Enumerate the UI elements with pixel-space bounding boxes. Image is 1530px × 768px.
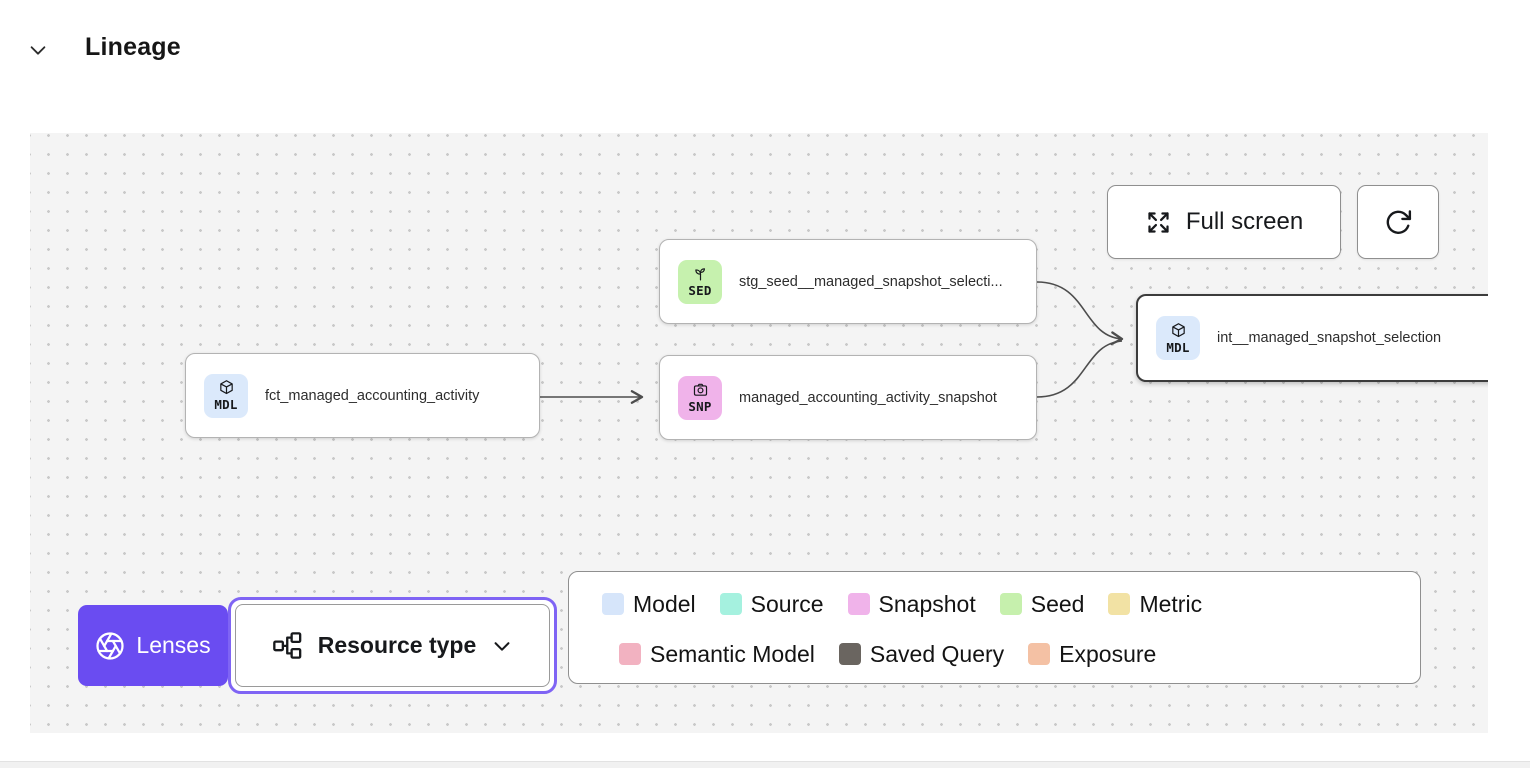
legend-row-2: Semantic Model Saved Query Exposure — [602, 633, 1420, 675]
legend-row-1: Model Source Snapshot Seed Metric — [602, 583, 1420, 625]
node-fct-managed-accounting-activity[interactable]: MDL fct_managed_accounting_activity — [185, 353, 540, 438]
legend-item-exposure: Exposure — [1028, 641, 1156, 668]
page-title: Lineage — [85, 33, 181, 61]
model-swatch — [602, 593, 624, 615]
lenses-button[interactable]: Lenses — [78, 605, 228, 686]
source-swatch — [719, 593, 742, 615]
fullscreen-icon — [1148, 211, 1169, 233]
semantic-model-swatch — [619, 643, 641, 665]
seed-badge: SED — [678, 259, 722, 304]
chevron-down-icon — [494, 641, 510, 651]
node-int-managed-snapshot-selection[interactable]: MDL int__managed_snapshot_selection — [1136, 294, 1488, 382]
exposure-swatch — [1028, 643, 1051, 665]
lenses-label: Lenses — [136, 632, 211, 658]
resource-type-label: Resource type — [317, 632, 477, 658]
node-managed-accounting-activity-snapshot[interactable]: SNP managed_accounting_activity_snapshot — [659, 355, 1037, 440]
resource-type-dropdown-inner[interactable]: Resource type — [235, 604, 550, 687]
fullscreen-label: Full screen — [1185, 208, 1304, 235]
node-stg-seed-managed-snapshot-selection[interactable]: SED stg_seed__managed_snapshot_selecti..… — [659, 239, 1037, 324]
collapse-chevron-icon[interactable] — [27, 39, 49, 61]
resource-type-icon — [272, 632, 302, 659]
aperture-icon — [96, 631, 125, 660]
node-label: fct_managed_accounting_activity — [265, 387, 480, 404]
node-label: managed_accounting_activity_snapshot — [739, 389, 997, 406]
model-badge: MDL — [204, 373, 248, 418]
lineage-canvas[interactable]: MDL fct_managed_accounting_activity SED … — [30, 133, 1488, 733]
seed-swatch — [999, 593, 1022, 615]
fullscreen-button[interactable]: Full screen — [1107, 185, 1341, 259]
lineage-edges — [540, 281, 1124, 404]
refresh-icon — [1386, 210, 1412, 234]
legend-item-snapshot: Snapshot — [847, 591, 976, 618]
refresh-button[interactable] — [1357, 185, 1439, 259]
legend-item-semantic-model: Semantic Model — [619, 641, 815, 668]
resource-type-dropdown[interactable]: Resource type — [228, 597, 557, 694]
legend-item-source: Source — [719, 591, 824, 618]
cube-icon — [1171, 322, 1185, 337]
node-label: int__managed_snapshot_selection — [1217, 330, 1442, 346]
legend-item-saved-query: Saved Query — [838, 641, 1004, 668]
legend-item-seed: Seed — [999, 591, 1084, 618]
snapshot-badge: SNP — [678, 375, 722, 420]
metric-swatch — [1108, 593, 1131, 615]
model-badge: MDL — [1156, 316, 1200, 360]
legend-item-metric: Metric — [1108, 591, 1202, 618]
node-label: stg_seed__managed_snapshot_selecti... — [739, 273, 1003, 290]
footer-divider — [0, 761, 1530, 762]
snapshot-swatch — [847, 593, 870, 615]
legend-item-model: Model — [602, 591, 696, 618]
resource-type-legend: Model Source Snapshot Seed Metric Semant… — [568, 571, 1421, 684]
sprout-icon — [694, 268, 705, 281]
saved-query-swatch — [838, 643, 861, 665]
camera-icon — [693, 383, 707, 396]
footer-strip — [0, 762, 1530, 768]
cube-icon — [219, 380, 233, 395]
